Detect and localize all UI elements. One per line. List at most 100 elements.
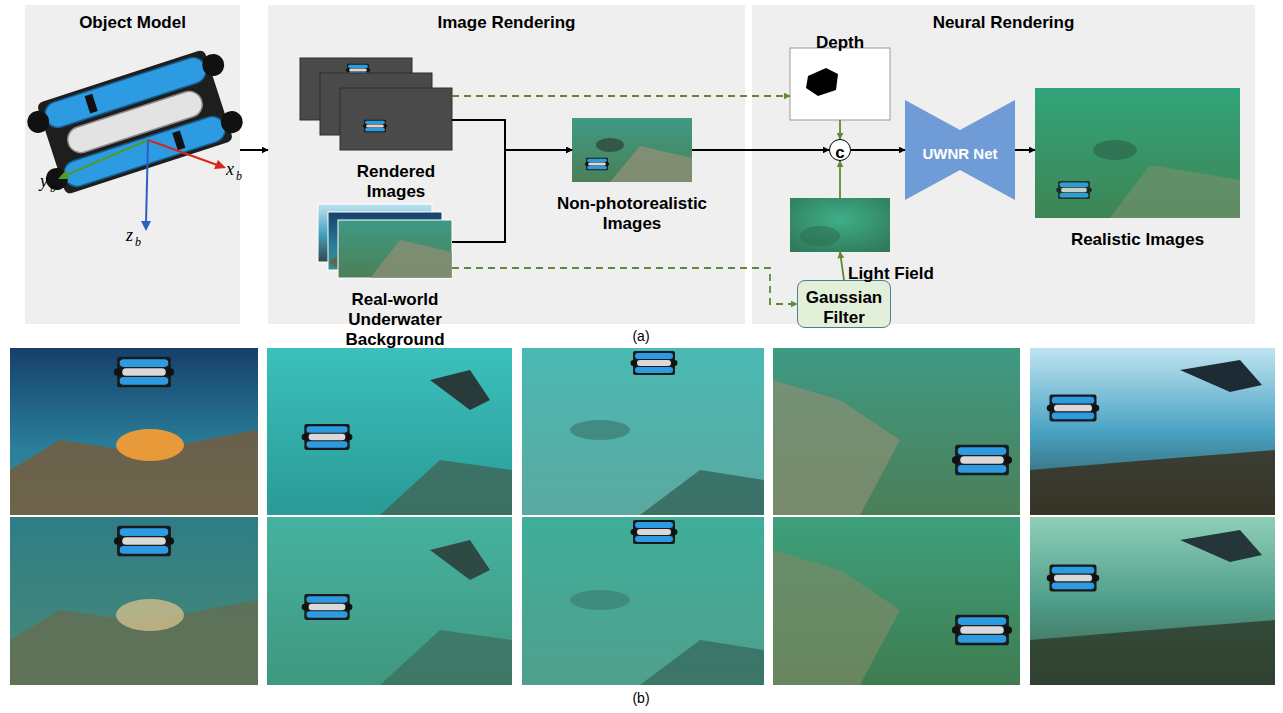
example-images-part [1047,395,1100,422]
flow-arrow [452,150,572,242]
depth-map-part [806,68,838,96]
node-label: c [835,146,844,160]
rov-model-part [172,131,185,151]
flow-arrow [1015,149,1035,151]
flow-arrow [452,120,572,150]
image-stack: Real-world Underwater Background [318,204,452,278]
panel-letter: (a) [632,328,649,344]
rov-model-part [199,51,227,79]
rov-model-part [85,94,98,114]
body-axes-part [214,160,226,169]
example-images-part [302,424,353,450]
example-images-part [10,348,258,515]
example-images-part [522,517,764,685]
node-label: Rendered Images [346,162,446,202]
light-field-image-part [800,226,840,246]
example-images-part [640,470,764,515]
example-images-part [114,357,174,388]
background-image-stack [318,204,452,278]
flow-arrow [452,95,790,97]
rov-model-part [61,113,229,190]
flow-arrow [240,149,268,151]
network-block: UWNR Net [905,100,1015,200]
example-images-part [1180,530,1262,562]
panel-backgrounds-part [25,5,240,324]
rov-model-part [36,49,233,195]
depth-map-part [790,48,890,120]
flow-arrow [840,252,844,280]
axis-label: y [40,172,48,190]
example-images-part [773,517,1020,685]
node-label: Non-photorealistic Images [532,194,732,234]
example-images-part [380,460,512,515]
body-axes-part [58,170,69,179]
axis-label: x [226,160,234,178]
node-label: UWNR Net [923,144,998,164]
example-images-part [116,429,184,461]
node-label: Realistic Images [1035,230,1240,250]
image-node: Non-photorealistic Images [572,118,692,182]
rendered-image-stack-part [340,88,452,150]
rov-model-part [218,108,246,136]
flow-arrow [692,149,829,151]
example-images [10,348,1275,685]
body-axes-part [141,221,151,231]
stage-panel: Neural RenderingDepthLight FieldGaussian… [752,5,1255,324]
example-images-part [10,600,258,685]
non-photorealistic-image-part [596,138,624,152]
example-images-part [773,380,900,515]
realistic-image [1035,88,1240,218]
non-photorealistic-image-part [610,146,692,182]
flow-arrow [839,120,841,139]
rov-model [22,45,248,200]
axis-label: b [50,182,56,194]
depth-map [790,48,890,120]
panel-title: Image Rendering [268,13,745,33]
body-axes-part [64,140,148,176]
example-images-part [1180,360,1262,392]
example-images-part [1030,450,1275,515]
panel-title: Object Model [25,13,240,33]
example-images-part [267,348,512,515]
panel-title: Neural Rendering [752,13,1255,33]
image-node: Realistic Images [1035,88,1240,218]
example-images-part [302,594,353,620]
example-images-part [631,351,678,375]
light-field-image [790,198,890,252]
non-photorealistic-image-part [572,118,692,182]
rov-model-part [24,108,52,136]
example-images-part [10,517,258,685]
flow-arrow [452,268,797,304]
example-images-part [1030,348,1275,515]
body-axes-part [146,140,148,224]
example-images-part [1030,517,1275,685]
example-images-part [570,590,630,610]
image-node: Light Field [790,198,890,252]
example-images-part [952,445,1012,476]
flow-arrow [851,149,905,151]
body-axes [58,140,226,231]
axis-subscript: b [135,236,141,248]
light-field-image-part [790,198,890,252]
example-images-part [570,420,630,440]
panel-letter: (b) [632,690,649,706]
example-images-part [380,630,512,685]
filter-box: Gaussian Filter [797,280,891,328]
non-photorealistic-image-part [585,158,609,170]
example-images-part [430,370,490,410]
image-node: Depth [790,48,890,120]
concat-circle: c [829,139,851,161]
example-images-part [116,599,184,631]
node-label: Real-world Underwater Background [310,290,480,350]
panel-backgrounds-part [752,5,1255,324]
example-images-part [1047,565,1100,592]
example-images-part [773,348,1020,515]
realistic-image-part [1035,88,1240,218]
example-images-part [430,540,490,580]
stage-panel: Image RenderingRendered ImagesReal-world… [268,5,745,324]
panel-backgrounds-part [268,5,745,324]
example-images-part [773,550,900,685]
example-images-part [10,430,258,515]
